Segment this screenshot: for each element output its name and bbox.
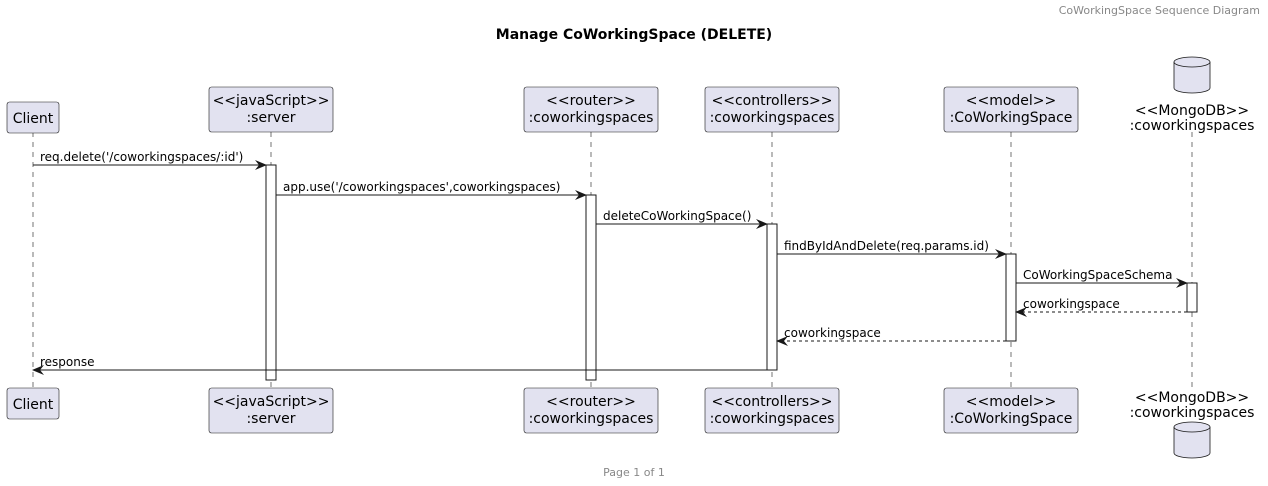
participant-label: Client	[13, 111, 54, 127]
message-label: deleteCoWorkingSpace()	[603, 209, 751, 223]
participant-controller-top: <<controllers>>:coworkingspaces	[704, 86, 840, 133]
participant-label: :server	[246, 411, 295, 427]
participant-label: <<javaScript>>	[213, 93, 330, 109]
participant-label: <<MongoDB>>	[1135, 103, 1249, 119]
message-5: CoWorkingSpaceSchema	[1016, 268, 1188, 288]
message-label: findByIdAndDelete(req.params.id)	[784, 239, 989, 253]
participant-label: <<javaScript>>	[213, 394, 330, 410]
message-2: app.use('/coworkingspaces',coworkingspac…	[276, 180, 587, 200]
participant-label: :coworkingspaces	[529, 110, 654, 126]
participant-controller-bottom: <<controllers>>:coworkingspaces	[704, 387, 840, 434]
activation-server	[265, 164, 277, 381]
participant-label: :coworkingspaces	[1130, 118, 1255, 134]
participant-label: :coworkingspaces	[529, 411, 654, 427]
participant-label: :coworkingspaces	[710, 411, 835, 427]
message-6: coworkingspace	[1015, 297, 1187, 317]
participant-db-bottom: <<MongoDB>>:coworkingspaces	[1130, 390, 1255, 459]
message-4: findByIdAndDelete(req.params.id)	[777, 239, 1007, 259]
participant-client-bottom: Client	[6, 387, 60, 420]
diagram-header: CoWorkingSpace Sequence Diagram	[1058, 4, 1260, 17]
message-7: coworkingspace	[776, 326, 1006, 346]
message-label: app.use('/coworkingspaces',coworkingspac…	[283, 180, 560, 194]
activation-controller	[766, 223, 778, 371]
message-3: deleteCoWorkingSpace()	[596, 209, 768, 229]
database-icon	[1173, 56, 1211, 94]
message-8: response	[32, 355, 767, 375]
participant-router-top: <<router>>:coworkingspaces	[523, 86, 659, 133]
participant-label: :CoWorkingSpace	[950, 110, 1073, 126]
message-label: req.delete('/coworkingspaces/:id')	[40, 150, 243, 164]
participants: ClientClient<<javaScript>>:server<<javaS…	[6, 56, 1255, 459]
participant-server-bottom: <<javaScript>>:server	[208, 387, 334, 434]
activation-bars	[265, 164, 1198, 381]
message-label: coworkingspace	[1023, 297, 1120, 311]
database-icon	[1173, 421, 1211, 459]
participant-label: :server	[246, 110, 295, 126]
participant-label: Client	[13, 397, 54, 413]
messages: req.delete('/coworkingspaces/:id') app.us…	[32, 150, 1188, 375]
lifelines	[32, 132, 1193, 388]
participant-server-top: <<javaScript>>:server	[208, 86, 334, 133]
activation-model	[1005, 253, 1017, 342]
message-label: CoWorkingSpaceSchema	[1023, 268, 1172, 282]
activation-router	[585, 194, 597, 381]
participant-label: <<model>>	[966, 394, 1057, 410]
participant-label: :coworkingspaces	[710, 110, 835, 126]
participant-label: <<router>>	[546, 93, 636, 109]
participant-router-bottom: <<router>>:coworkingspaces	[523, 387, 659, 434]
activation-db	[1186, 282, 1198, 313]
participant-label: :coworkingspaces	[1130, 405, 1255, 421]
participant-model-top: <<model>>:CoWorkingSpace	[943, 86, 1079, 133]
diagram-title: Manage CoWorkingSpace (DELETE)	[495, 27, 773, 43]
participant-label: <<MongoDB>>	[1135, 390, 1249, 406]
message-label: coworkingspace	[784, 326, 881, 340]
participant-label: <<router>>	[546, 394, 636, 410]
participant-db-top: <<MongoDB>>:coworkingspaces	[1130, 56, 1255, 134]
participant-label: <<controllers>>	[711, 394, 832, 410]
page-footer: Page 1 of 1	[603, 466, 665, 479]
participant-label: :CoWorkingSpace	[950, 411, 1073, 427]
participant-model-bottom: <<model>>:CoWorkingSpace	[943, 387, 1079, 434]
participant-label: <<controllers>>	[711, 93, 832, 109]
message-1: req.delete('/coworkingspaces/:id')	[33, 150, 267, 170]
message-label: response	[40, 355, 95, 369]
participant-label: <<model>>	[966, 93, 1057, 109]
participant-client-top: Client	[6, 101, 60, 134]
